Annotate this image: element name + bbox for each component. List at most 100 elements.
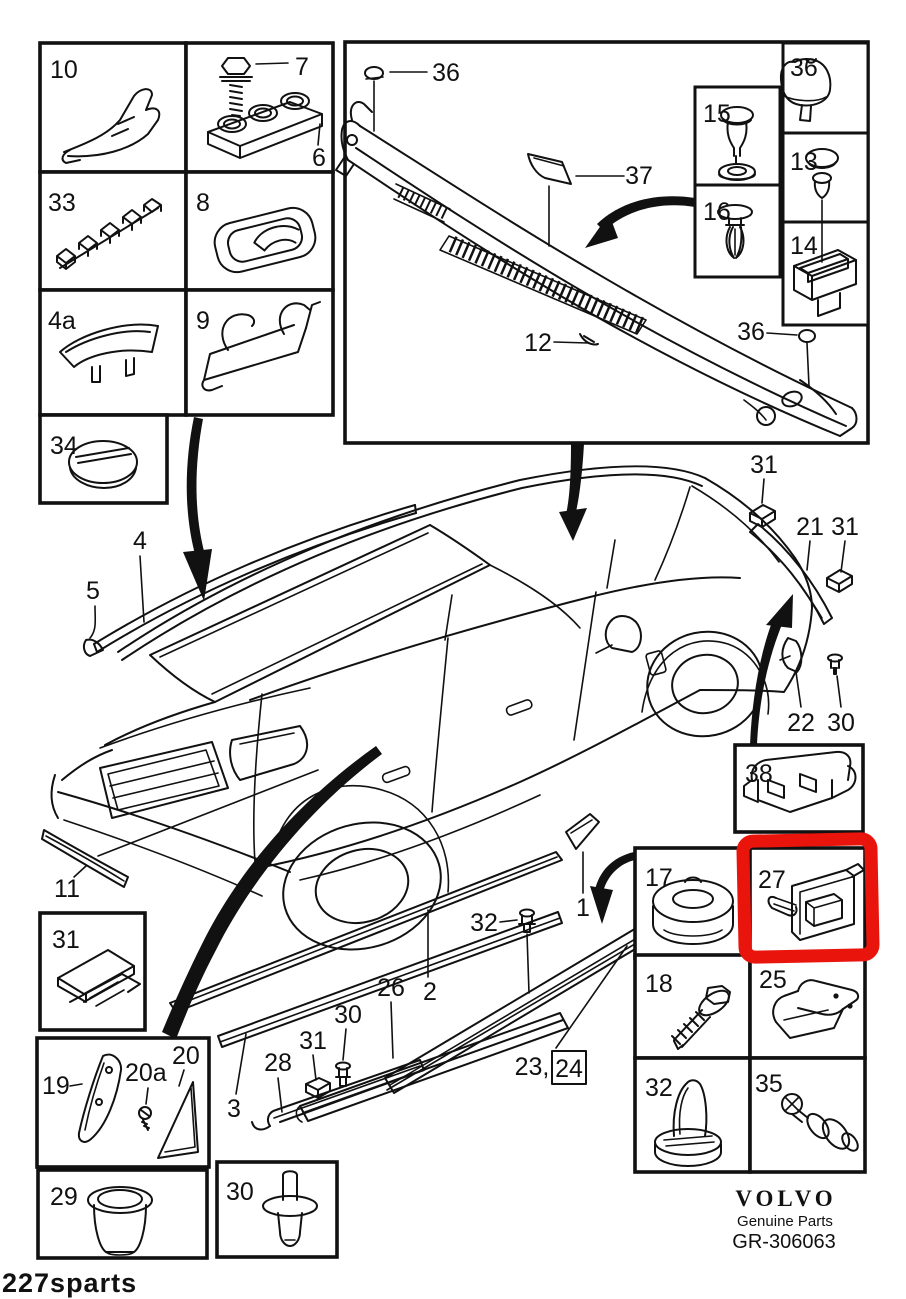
label-14: 14 xyxy=(790,232,818,260)
label-5: 5 xyxy=(86,577,100,605)
part-32-plug xyxy=(654,1079,722,1167)
fuel-door xyxy=(645,650,667,676)
fastener-column: 15 16 36 13 14 xyxy=(693,41,870,327)
label-31-sill: 31 xyxy=(299,1027,327,1055)
label-30-rear: 30 xyxy=(827,709,855,737)
label-12: 12 xyxy=(524,329,552,357)
brand-logo-text: VOLVO xyxy=(735,1186,836,1211)
label-16: 16 xyxy=(703,198,731,226)
box-18 xyxy=(633,953,752,1060)
part-5-molding-end xyxy=(82,638,104,657)
box-16 xyxy=(693,183,782,279)
part-1-end-piece xyxy=(565,813,600,850)
part-35-grommet-pin xyxy=(781,1093,859,1152)
box-15 xyxy=(693,85,782,187)
arrow-cowl-head xyxy=(585,214,618,248)
part-28-end-cap xyxy=(251,1059,425,1131)
part-20-triangle xyxy=(157,1069,199,1159)
callouts: 4 5 11 31 21 31 22 30 1 32 2 26 30 23, 2… xyxy=(54,451,859,1123)
arrow-rear-trim-head xyxy=(766,594,793,628)
label-18: 18 xyxy=(645,970,673,998)
front-wheel xyxy=(271,785,450,951)
box-35 xyxy=(748,1056,867,1174)
label-20: 20 xyxy=(172,1042,200,1070)
part-33-clip-strip xyxy=(56,198,162,270)
part-36-cap xyxy=(779,57,832,122)
part-13-pin xyxy=(805,148,839,263)
part-7-bolt xyxy=(219,57,289,117)
label-31-rear-mid: 31 xyxy=(831,513,859,541)
box-9 xyxy=(184,288,335,417)
box-19-20 xyxy=(35,1036,211,1169)
label-22: 22 xyxy=(787,709,815,737)
part-36-cap-right xyxy=(766,329,816,387)
grid-right: 38 17 27 18 25 32 35 xyxy=(633,743,880,1174)
part-22-trim-end xyxy=(779,637,803,673)
box-7-6 xyxy=(184,41,335,174)
part-34-plug xyxy=(68,440,138,489)
arrow-door-piece-head xyxy=(590,886,613,924)
label-3: 3 xyxy=(227,1095,241,1123)
label-33: 33 xyxy=(48,189,76,217)
part-4a-cap xyxy=(59,323,159,383)
arrow-roof-molding-head xyxy=(183,549,212,601)
label-19: 19 xyxy=(42,1072,70,1100)
part-11-front-strip xyxy=(41,769,319,888)
part-30-rivet-box xyxy=(262,1170,318,1247)
label-21: 21 xyxy=(796,513,824,541)
label-10: 10 xyxy=(50,56,78,84)
front-grille xyxy=(99,741,229,819)
box-38 xyxy=(733,743,865,834)
label-26: 26 xyxy=(377,974,405,1002)
label-35: 35 xyxy=(755,1070,783,1098)
label-32-stud: 32 xyxy=(470,909,498,937)
label-6: 6 xyxy=(312,144,326,172)
headlight xyxy=(229,725,309,781)
part-14-socket xyxy=(793,249,857,317)
label-36-right: 36 xyxy=(737,318,765,346)
part-38-channel-clip xyxy=(743,750,857,813)
part-4-roof-molding xyxy=(93,504,417,653)
arrow-rear-window xyxy=(566,444,584,516)
arrow-roof-molding xyxy=(186,417,205,558)
part-10-clip xyxy=(61,88,161,164)
label-28: 28 xyxy=(264,1049,292,1077)
part-25-bracket xyxy=(772,979,860,1039)
part-8-clip xyxy=(213,206,317,274)
label-7: 7 xyxy=(295,53,309,81)
label-31-box: 31 xyxy=(52,926,80,954)
label-23: 23, xyxy=(515,1053,550,1081)
label-31-rear-top: 31 xyxy=(750,451,778,479)
part-36-cap-top xyxy=(364,66,428,132)
label-30-sill: 30 xyxy=(334,1001,362,1029)
box-29 xyxy=(36,1168,209,1260)
label-4: 4 xyxy=(133,527,147,555)
car-illustration xyxy=(50,465,813,951)
label-36-top: 36 xyxy=(432,59,460,87)
watermark-text: 227sparts xyxy=(2,1268,137,1298)
part-30-rivet-bottom xyxy=(335,1061,351,1087)
part-3-lower-molding xyxy=(217,911,563,1048)
label-2: 2 xyxy=(423,978,437,1006)
box-33 xyxy=(38,170,188,292)
part-26-channel xyxy=(295,1012,569,1123)
label-24-box xyxy=(551,1050,587,1085)
part-17-grommet xyxy=(652,876,734,945)
part-32-stud xyxy=(518,908,536,994)
part-31-fold-clip xyxy=(57,949,141,1007)
grid-bottom-left: 31 19 20a 20 29 30 xyxy=(35,911,339,1260)
label-34: 34 xyxy=(50,432,78,460)
box-13 xyxy=(781,131,870,224)
label-11: 11 xyxy=(54,875,80,903)
label-25: 25 xyxy=(759,966,787,994)
part-37-deflector xyxy=(527,153,572,247)
label-13: 13 xyxy=(790,148,818,176)
label-9: 9 xyxy=(196,307,210,335)
box-30 xyxy=(215,1160,339,1259)
part-27-bracket xyxy=(767,863,865,941)
highlight-marker-27 xyxy=(736,832,880,964)
label-17: 17 xyxy=(645,864,673,892)
label-4a: 4a xyxy=(48,307,76,335)
